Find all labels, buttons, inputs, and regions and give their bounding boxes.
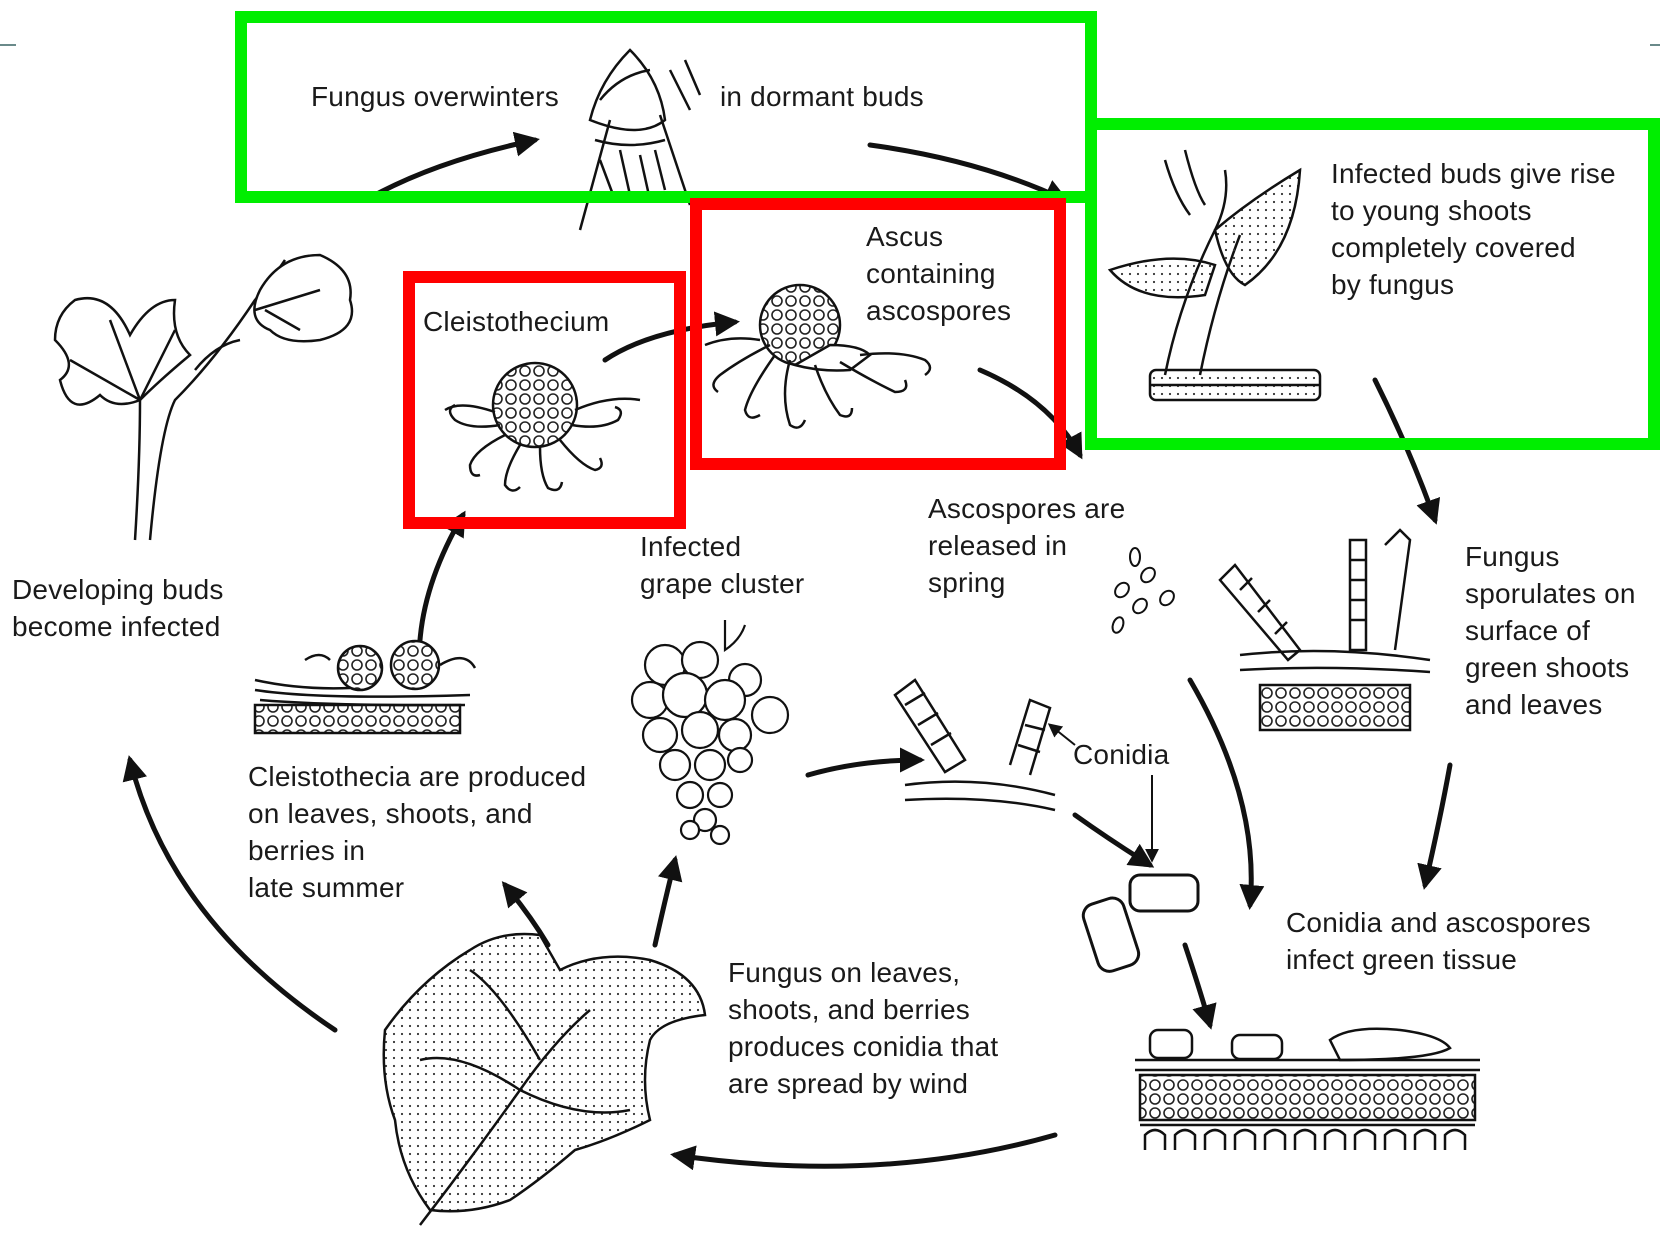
developing-shoot-icon xyxy=(55,255,352,540)
label-infected-buds: Infected buds give rise to young shoots … xyxy=(1331,155,1616,303)
arrow-conidiophore-to-conidium xyxy=(1075,815,1150,865)
label-ascus: Ascus containing ascospores xyxy=(866,218,1011,329)
label-conidia: Conidia xyxy=(1073,736,1169,773)
arrow-cluster-to-conidiophore xyxy=(808,760,920,775)
label-in-dormant-buds: in dormant buds xyxy=(720,78,924,115)
label-conidia-ascospores-infect: Conidia and ascospores infect green tiss… xyxy=(1286,904,1591,978)
label-cleistothecia-produced: Cleistothecia are produced on leaves, sh… xyxy=(248,758,586,906)
label-ascospores-released: Ascospores are released in spring xyxy=(928,490,1125,601)
sporulating-fungus-icon xyxy=(1220,530,1430,730)
label-fungus-on-leaves: Fungus on leaves, shoots, and berries pr… xyxy=(728,954,998,1102)
arrow-sporulate-to-infect xyxy=(1425,765,1450,885)
label-fungus-overwinters: Fungus overwinters xyxy=(311,78,559,115)
cleistothecia-surface-icon xyxy=(255,641,475,733)
label-fungus-sporulates: Fungus sporulates on surface of green sh… xyxy=(1465,538,1636,723)
arrow-tissue-to-leaf xyxy=(675,1135,1055,1166)
leaf-tissue-icon xyxy=(1135,1029,1480,1150)
arrow-cleistothecia-to-cleisto xyxy=(420,515,463,640)
arrow-spores-to-tissue xyxy=(1190,680,1251,905)
label-developing-buds: Developing buds become infected xyxy=(12,571,224,645)
arrow-to-overwinter xyxy=(375,140,535,195)
arrow-conidia-pointer xyxy=(1050,725,1075,745)
infected-shoot-icon xyxy=(1110,150,1320,400)
infected-leaf-icon xyxy=(384,934,705,1225)
conidium-icon xyxy=(1080,875,1198,974)
arrow-conidium-to-tissue xyxy=(1185,945,1210,1025)
label-infected-grape-cluster: Infected grape cluster xyxy=(640,528,804,602)
arrow-leaf-to-cluster xyxy=(655,860,675,945)
label-cleistothecium: Cleistothecium xyxy=(423,303,609,340)
cleistothecium-icon xyxy=(445,363,640,491)
conidiophore-icon xyxy=(895,680,1055,810)
grape-cluster-icon xyxy=(632,620,788,844)
